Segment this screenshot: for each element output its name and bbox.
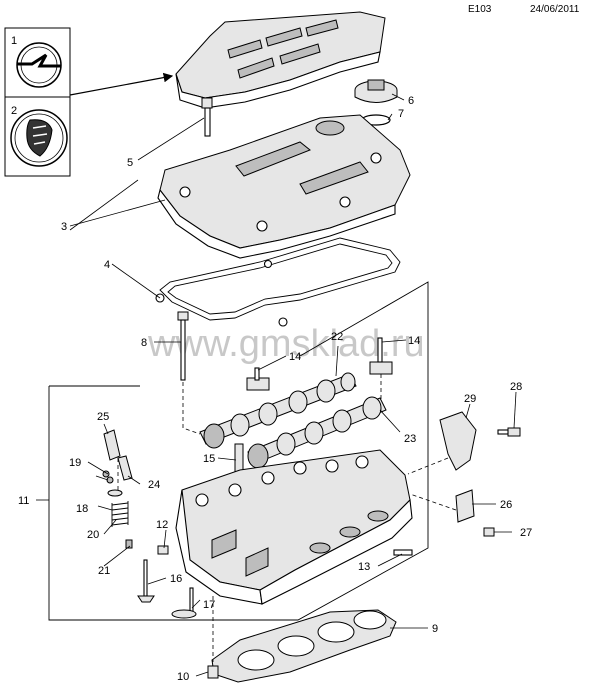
callout-22: 22 [331,331,343,343]
alignment-dash-1 [182,382,201,435]
callout-9: 9 [432,623,438,635]
callout-12: 12 [156,519,168,531]
callout-28: 28 [510,381,522,393]
callout-8: 8 [141,337,147,349]
cover-bolt [201,97,213,137]
leader-lines [36,93,517,677]
rocker-arm [117,455,133,481]
diagram-code: E103 [468,4,492,15]
cylinder-head-bolt [177,311,189,381]
callout-15: 15 [203,453,215,465]
engine-top-cover [175,11,386,109]
legend-label-2: 2 [11,105,17,117]
alignment-dash-3 [407,457,449,475]
emblem-legend: 1 2 [4,27,71,177]
alignment-dash-4 [409,493,457,511]
callout-14-right: 14 [408,335,420,347]
valve-spring [111,501,129,527]
callout-13: 13 [358,561,370,573]
dowel-pin [207,665,219,679]
callout-10: 10 [177,671,189,683]
cylinder-head-gasket [211,609,397,683]
diagram-date: 24/06/2011 [530,4,580,15]
callout-18: 18 [76,503,88,515]
callout-21: 21 [98,565,110,577]
callout-25: 25 [97,411,109,423]
callout-6: 6 [408,95,414,107]
valve-stem-seal [125,539,133,549]
callout-7: 7 [398,108,404,120]
opel-emblem-icon [16,42,62,88]
callout-14-left: 14 [289,351,301,363]
callout-23: 23 [404,433,416,445]
valve-exhaust [171,587,197,619]
valve-spring-retainer [107,489,123,497]
callout-29: 29 [464,393,476,405]
callout-27: 27 [520,527,532,539]
callout-20: 20 [87,529,99,541]
callout-11: 11 [18,495,29,507]
callout-17: 17 [203,599,215,611]
valve [137,559,155,603]
watermark-text: www.gmsklad.ru [147,323,425,365]
callout-26: 26 [500,499,512,511]
callout-3: 3 [61,221,67,233]
oil-filler-cap [354,79,398,103]
intake-camshaft [199,372,357,449]
callout-4: 4 [104,259,110,271]
camshaft-cover [157,114,411,259]
cylinder-head-plug [157,545,169,555]
bracket-bolt-28 [497,427,521,437]
assembly-frame [48,281,429,621]
callout-5: 5 [127,157,133,169]
callout-19: 19 [69,457,81,469]
hydraulic-lifter [103,429,121,461]
emblem-pointer-arrow [69,72,174,96]
cylinder-head [175,449,413,605]
vauxhall-emblem-icon [10,109,68,167]
valve-keepers [102,470,114,484]
bracket-bolt-27 [483,527,495,537]
exhaust-camshaft [247,396,387,469]
legend-label-1: 1 [11,35,17,47]
cover-gasket [155,237,401,327]
callout-24: 24 [148,479,160,491]
engine-bracket [439,411,477,471]
harness-bracket [455,489,475,523]
exhaust-stud [393,549,413,556]
callout-16: 16 [170,573,182,585]
camshaft-bearing-cap-left [246,367,270,391]
